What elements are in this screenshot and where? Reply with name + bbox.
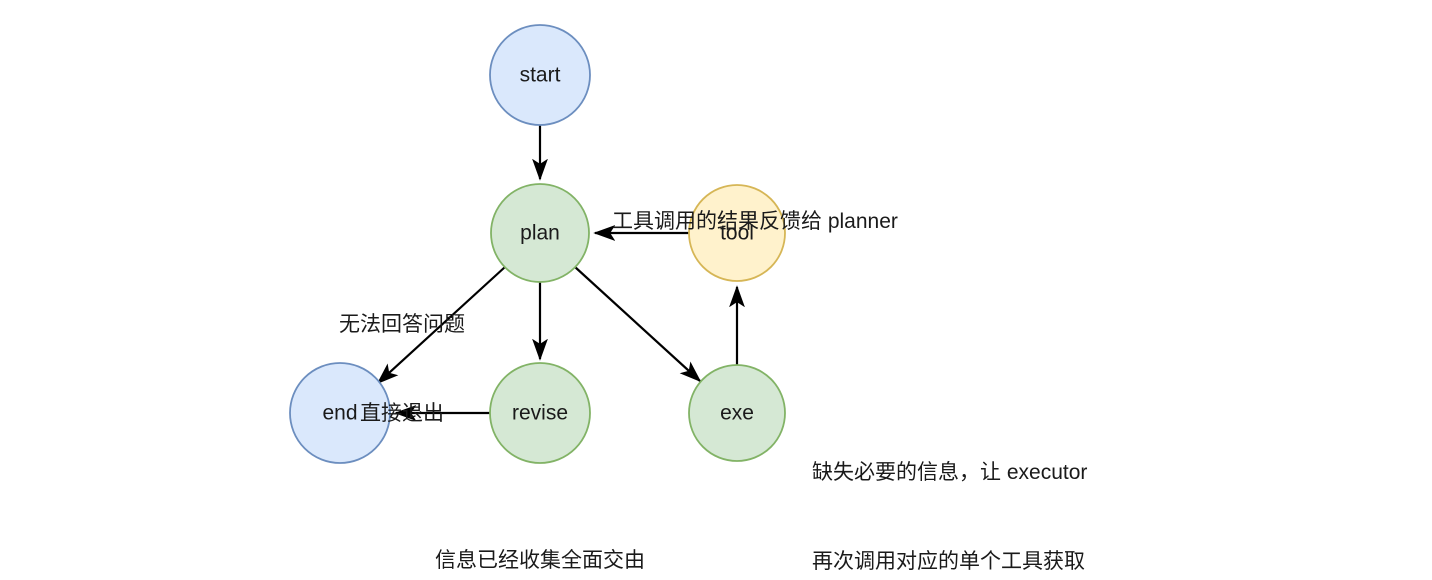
annotation-missing-info-line1: 缺失必要的信息，让 executor xyxy=(812,460,1088,484)
node-tool[interactable]: tool xyxy=(688,184,786,282)
annotation-info-complete: 信息已经收集全面交由 reviser 进行问题回答 xyxy=(418,486,662,580)
edges-layer xyxy=(376,125,745,421)
node-exe-label: exe xyxy=(720,402,754,425)
edge-plan-to-end xyxy=(376,266,506,385)
annotation-cannot-answer-line2: 直接退出 xyxy=(360,402,444,426)
node-start[interactable]: start xyxy=(489,24,591,126)
node-end-label: end xyxy=(322,402,357,425)
nodes-layer: start plan tool end revise exe xyxy=(289,24,786,464)
edge-plan-to-exe xyxy=(574,266,702,383)
annotation-tool-feedback: 工具调用的结果反馈给 planner xyxy=(612,147,898,296)
node-tool-label: tool xyxy=(720,222,754,245)
annotation-tool-feedback-line1: 工具调用的结果反馈给 planner xyxy=(612,209,898,233)
node-exe-circle[interactable] xyxy=(688,364,786,462)
node-start-circle[interactable] xyxy=(489,24,591,126)
node-end-circle[interactable] xyxy=(289,362,391,464)
node-end[interactable]: end xyxy=(289,362,391,464)
annotation-cannot-answer-line1: 无法回答问题 xyxy=(339,312,465,336)
node-exe[interactable]: exe xyxy=(688,364,786,462)
annotation-missing-info-line2: 再次调用对应的单个工具获取 xyxy=(812,550,1085,574)
node-tool-circle[interactable] xyxy=(688,184,786,282)
node-plan-label: plan xyxy=(520,222,560,245)
node-start-label: start xyxy=(520,64,561,87)
annotation-cannot-answer: 无法回答问题 直接退出 xyxy=(312,250,492,489)
node-plan-circle[interactable] xyxy=(490,183,590,283)
node-revise-circle[interactable] xyxy=(489,362,591,464)
node-plan[interactable]: plan xyxy=(490,183,590,283)
node-revise[interactable]: revise xyxy=(489,362,591,464)
annotation-missing-info: 缺失必要的信息，让 executor 再次调用对应的单个工具获取 xyxy=(812,398,1087,580)
annotation-info-complete-line1: 信息已经收集全面交由 xyxy=(435,548,645,572)
node-revise-label: revise xyxy=(512,402,568,425)
